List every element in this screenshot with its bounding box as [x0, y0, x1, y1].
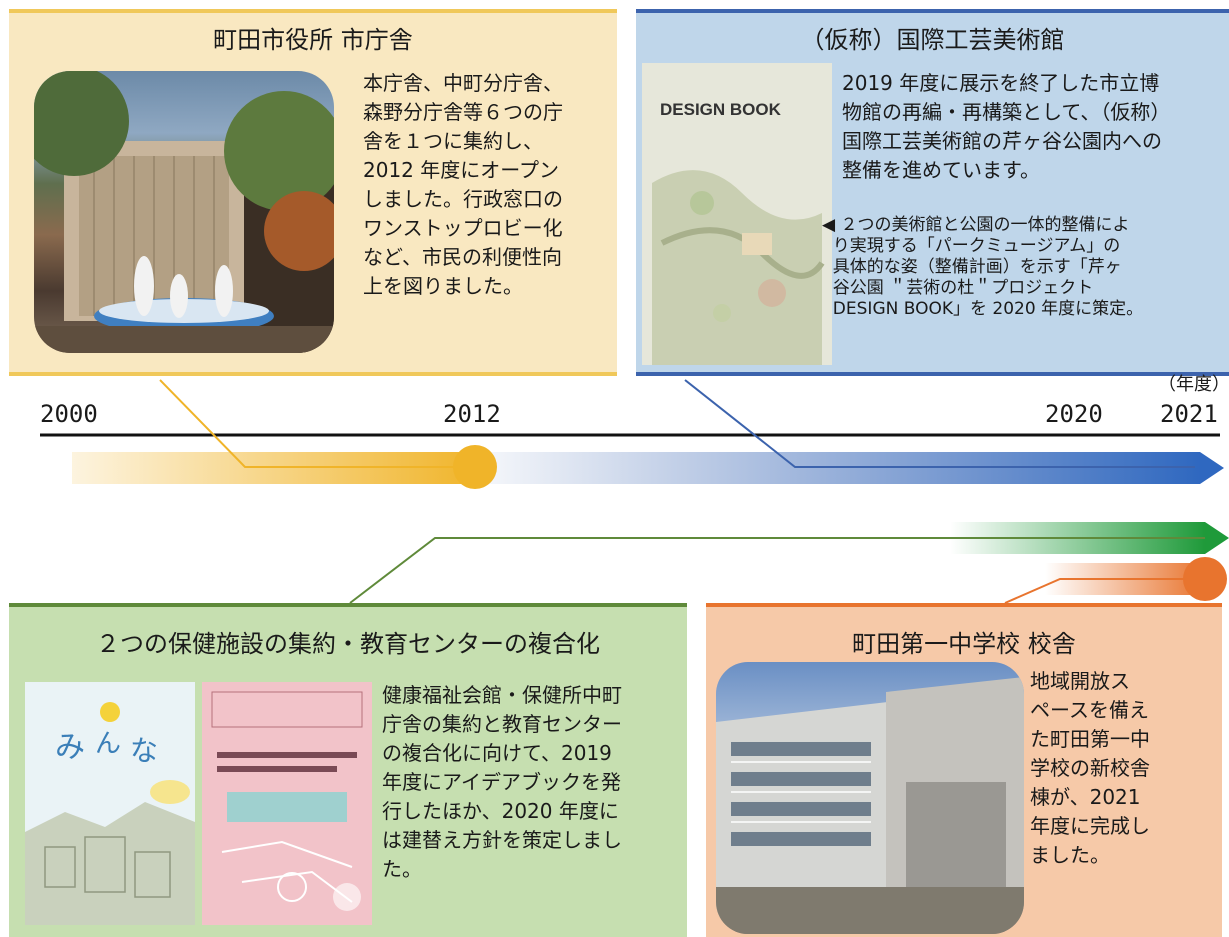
museum-description: 2019 年度に展示を終了した市立博 物館の再編・再構築として、（仮称） 国際工…	[842, 69, 1227, 185]
city-hall-photo	[34, 71, 334, 353]
text-line: など、市民の利便性向	[363, 245, 562, 269]
text-line: 国際工芸美術館の芹ヶ谷公園内への	[842, 129, 1162, 153]
museum-note: ◀ ２つの美術館と公園の一体的整備によ り実現する「パークミュージアム」の 具体…	[822, 215, 1227, 320]
city-hall-connector	[159, 379, 465, 468]
school-photo	[716, 662, 1024, 934]
text-line: 物館の再編・再構築として、（仮称）	[842, 100, 1171, 124]
text-line: 健康福祉会館・保健所中町	[382, 683, 622, 707]
text-line: 森野分庁舎等６つの庁	[363, 100, 563, 124]
text-line: ワンストップロビー化	[363, 216, 563, 240]
text-line: 年度にアイデアブックを発	[382, 770, 621, 794]
city-hall-panel: 町田市役所 市庁舎 本庁舎、中町分庁舎、 森野分庁舎等６つの庁 舎を１	[9, 9, 617, 376]
note-line: り実現する「パークミュージアム」の	[822, 236, 1121, 256]
text-line: た町田第一中	[1030, 727, 1150, 751]
idea-book-cover: み ん な	[25, 682, 195, 925]
note-line: DESIGN BOOK」を 2020 年度に策定。	[822, 299, 1144, 319]
school-connector	[1004, 578, 1195, 604]
museum-connector	[684, 379, 1195, 468]
svg-text:み: み	[55, 730, 85, 765]
text-line: 棟が、2021	[1030, 785, 1141, 809]
school-panel: 町田第一中学校 校舎 地域開放ス ペースを備え た町田第一中 学校の新校舎 棟が…	[706, 603, 1222, 937]
note-line: 具体的な姿（整備計画）を示す「芹ヶ	[822, 257, 1122, 277]
note-line: 谷公園 ＂芸術の杜＂プロジェクト	[822, 278, 1094, 298]
text-line: ました。	[1030, 843, 1110, 867]
school-marker	[1183, 557, 1227, 601]
text-line: 学校の新校舎	[1030, 756, 1150, 780]
svg-text:な: な	[130, 734, 158, 767]
text-line: 行したほか、2020 年度に	[382, 799, 619, 823]
rebuild-policy-cover	[202, 682, 372, 925]
text-line: 地域開放ス	[1030, 669, 1130, 693]
note-line: ◀ ２つの美術館と公園の一体的整備によ	[822, 215, 1130, 235]
text-line: 整備を進めています。	[842, 158, 1040, 182]
health-connector	[349, 537, 1205, 604]
tick-2012: 2012	[443, 400, 501, 428]
museum-title: （仮称）国際工芸美術館	[800, 26, 1065, 54]
tick-2021: 2021	[1160, 400, 1218, 428]
city-hall-marker	[453, 445, 497, 489]
design-book-label: DESIGN BOOK	[660, 100, 782, 119]
design-book-cover: DESIGN BOOK	[642, 63, 832, 365]
text-line: の複合化に向けて、2019	[382, 741, 612, 765]
health-description: 健康福祉会館・保健所中町 庁舎の集約と教育センター の複合化に向けて、2019 …	[382, 681, 682, 884]
city-hall-title: 町田市役所 市庁舎	[213, 26, 413, 54]
museum-panel: （仮称）国際工芸美術館 DESIGN BOOK 2019 年度に展示を終了した市…	[636, 9, 1229, 376]
svg-text:ん: ん	[95, 729, 121, 759]
text-line: 庁舎の集約と教育センター	[382, 712, 622, 736]
tick-2020: 2020	[1045, 400, 1103, 428]
text-line: は建替え方針を策定しまし	[382, 828, 622, 852]
text-line: 本庁舎、中町分庁舎、	[363, 71, 563, 95]
school-title: 町田第一中学校 校舎	[852, 630, 1076, 658]
text-line: 舎を１つに集約し、	[363, 129, 543, 153]
text-line: ペースを備え	[1030, 698, 1149, 722]
tick-2000: 2000	[40, 400, 98, 428]
text-line: しました。行政窓口の	[363, 187, 563, 211]
text-line: 年度に完成し	[1030, 814, 1150, 838]
city-hall-description: 本庁舎、中町分庁舎、 森野分庁舎等６つの庁 舎を１つに集約し、 2012 年度に…	[363, 69, 608, 301]
school-description: 地域開放ス ペースを備え た町田第一中 学校の新校舎 棟が、2021 年度に完成…	[1030, 667, 1215, 870]
museum-arrow-head	[1200, 452, 1224, 484]
text-line: 上を図りました。	[363, 274, 523, 298]
timeline-unit: （年度）	[1158, 374, 1229, 395]
health-arrow-head	[1205, 522, 1229, 554]
text-line: 2012 年度にオープン	[363, 158, 560, 182]
health-title: ２つの保健施設の集約・教育センターの複合化	[96, 630, 600, 658]
text-line: た。	[382, 857, 422, 881]
health-panel: ２つの保健施設の集約・教育センターの複合化 み ん な	[9, 603, 687, 937]
text-line: 2019 年度に展示を終了した市立博	[842, 71, 1160, 95]
